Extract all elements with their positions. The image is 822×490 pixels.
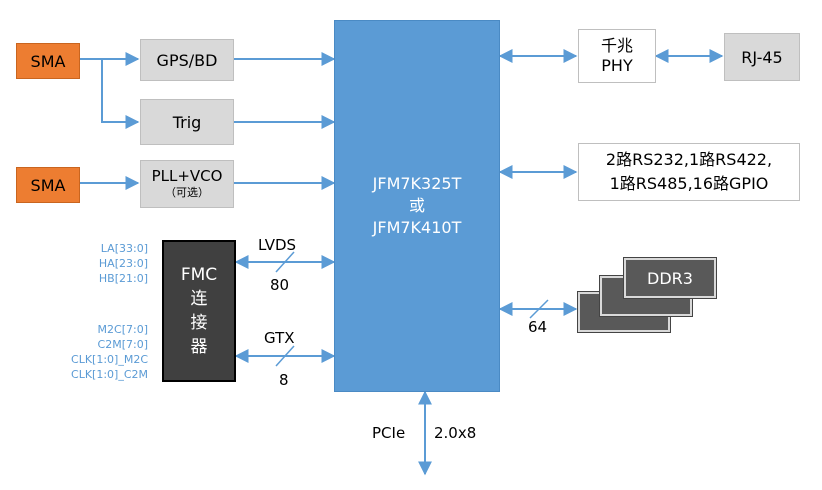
pll-vco-label: PLL+VCO [151,167,223,185]
lvds-label: LVDS [258,236,297,254]
fpga-or: 或 [408,196,425,215]
phy-box: 千兆 PHY [578,29,656,83]
ddr-width-label: 64 [528,318,548,336]
fmc-line2: 连 [190,289,208,309]
gps-bd-box: GPS/BD [140,39,234,81]
pin-label: HB[21:0] [98,272,148,285]
sma-top-box: SMA [16,43,80,79]
fmc-line1: FMC [180,265,218,285]
fpga-name-1: JFM7K325T [372,174,462,193]
ddr-bus-slash [529,299,549,319]
gtx-bus-slash [275,345,295,367]
lvds-count: 80 [270,276,290,294]
fmc-line3: 接 [190,313,208,333]
phy-line2: PHY [601,56,633,75]
fmc-pins-bottom: M2C[7:0] C2M[7:0] CLK[1:0]_M2C CLK[1:0]_… [71,322,148,382]
gtx-label: GTX [264,329,295,347]
pin-label: C2M[7:0] [97,338,148,351]
ddr3-chip-front: DDR3 [624,258,716,298]
pll-vco-box: PLL+VCO （可选） [140,160,234,208]
pin-label: HA[23:0] [98,257,148,270]
fmc-line4: 器 [190,337,208,357]
fpga-name-2: JFM7K410T [372,218,462,237]
pll-optional-label: （可选） [165,186,209,199]
gtx-count: 8 [279,371,289,389]
lvds-bus-slash [275,251,295,273]
rj45-box: RJ-45 [724,33,800,81]
serial-line1: 2路RS232,1路RS422, [605,150,773,169]
serial-line2: 1路RS485,16路GPIO [609,174,769,193]
pin-label: LA[33:0] [100,242,148,255]
pcie-label: PCIe [372,424,406,442]
phy-line1: 千兆 [600,36,633,55]
fmc-connector-box: FMC 连 接 器 [162,240,236,382]
pin-label: M2C[7:0] [97,323,148,336]
pin-label: CLK[1:0]_M2C [71,353,148,366]
pcie-spec: 2.0x8 [434,424,477,442]
arrow-sma-trig [101,59,140,129]
pin-label: CLK[1:0]_C2M [71,368,148,381]
serial-io-box: 2路RS232,1路RS422, 1路RS485,16路GPIO [578,143,800,201]
fpga-box: JFM7K325T 或 JFM7K410T [334,20,500,392]
fmc-pins-top: LA[33:0] HA[23:0] HB[21:0] [99,241,148,286]
trig-box: Trig [140,99,234,145]
sma-bottom-box: SMA [16,167,80,203]
